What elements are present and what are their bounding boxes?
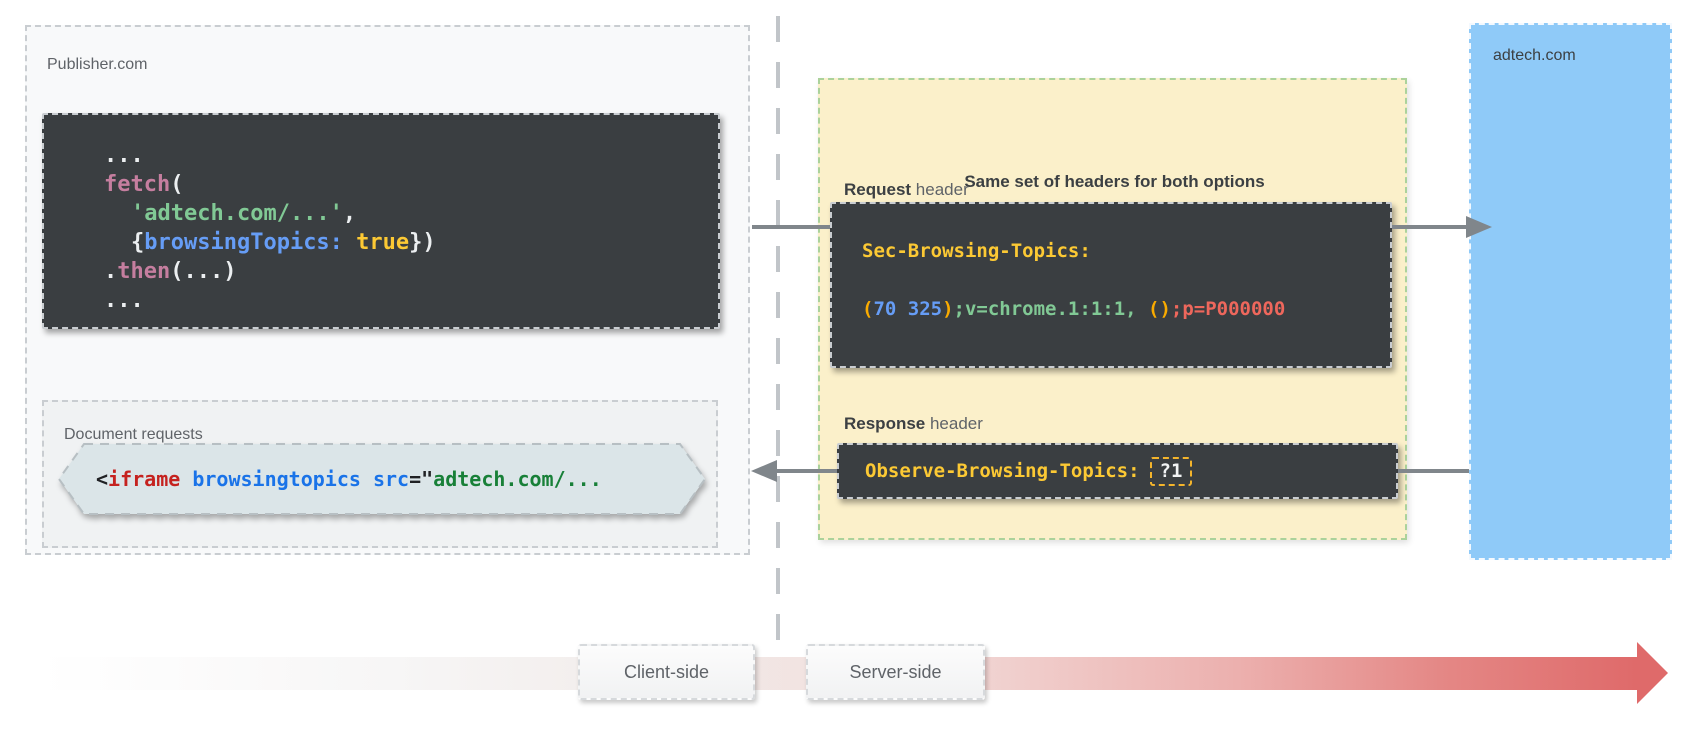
- request-header-label: Request header: [844, 180, 969, 199]
- browsing-topics-key: browsingTopics:: [144, 230, 357, 255]
- arrowhead-left-icon: [751, 460, 777, 482]
- publisher-panel: Publisher.com ... fetch( 'adtech.com/...…: [25, 25, 750, 555]
- iframe-tag: iframe: [108, 467, 181, 491]
- code-ellipsis: ...: [104, 288, 144, 313]
- document-requests-label: Document requests: [64, 426, 203, 443]
- request-code-block: Sec-Browsing-Topics: (70 325);v=chrome.1…: [830, 202, 1392, 368]
- timeline-arrowhead-icon: [1637, 642, 1668, 704]
- request-header-name: Sec-Browsing-Topics:: [862, 240, 1091, 262]
- connector-request-to-adtech: [1392, 225, 1468, 229]
- adtech-label: adtech.com: [1493, 47, 1576, 64]
- document-requests-panel: Document requests <iframe browsingtopics…: [42, 400, 718, 548]
- code-line: ...: [104, 286, 718, 315]
- code-line: .then(...): [104, 259, 237, 284]
- true-literal: true: [356, 230, 410, 255]
- adtech-panel: adtech.com: [1469, 23, 1672, 560]
- then-keyword: then: [117, 259, 171, 284]
- iframe-code-line: <iframe browsingtopics src="adtech.com/.…: [96, 467, 602, 491]
- headers-title: Same set of headers for both options: [964, 172, 1265, 191]
- response-header-name: Observe-Browsing-Topics:: [865, 460, 1140, 482]
- code-line: 'adtech.com/...',: [131, 201, 357, 226]
- code-line: ...: [104, 141, 718, 170]
- iframe-attrs: browsingtopics src: [180, 467, 410, 491]
- response-value-badge: ?1: [1149, 456, 1193, 486]
- fetch-code-block: ... fetch( 'adtech.com/...', {browsingTo…: [42, 113, 720, 329]
- client-server-divider: [776, 16, 780, 648]
- connector-publisher-to-request: [752, 225, 830, 229]
- connector-adtech-to-response: [1398, 469, 1469, 473]
- response-header-label: Response header: [844, 414, 983, 433]
- server-side-badge: Server-side: [806, 644, 985, 700]
- connector-response-to-publisher: [775, 469, 837, 473]
- response-code-block: Observe-Browsing-Topics: ?1: [837, 443, 1398, 499]
- padding-token: ;p=P000000: [1170, 298, 1286, 320]
- code-line: {browsingTopics: true}): [131, 230, 436, 255]
- fetch-keyword: fetch: [104, 172, 171, 197]
- iframe-src-url: adtech.com/...: [433, 467, 602, 491]
- publisher-label: Publisher.com: [47, 56, 148, 73]
- version-token: ;v=chrome.1:1:1,: [953, 298, 1137, 320]
- request-header-value: (70 325);v=chrome.1:1:1, ();p=P000000: [862, 298, 1286, 320]
- url-string: 'adtech.com/...': [131, 201, 343, 226]
- topic-ids: 70 325: [873, 298, 943, 320]
- arrowhead-right-icon: [1466, 216, 1492, 238]
- code-line: fetch(: [104, 172, 184, 197]
- hexagon-shape: [58, 443, 706, 515]
- code-ellipsis: ...: [104, 143, 144, 168]
- client-side-badge: Client-side: [578, 644, 755, 700]
